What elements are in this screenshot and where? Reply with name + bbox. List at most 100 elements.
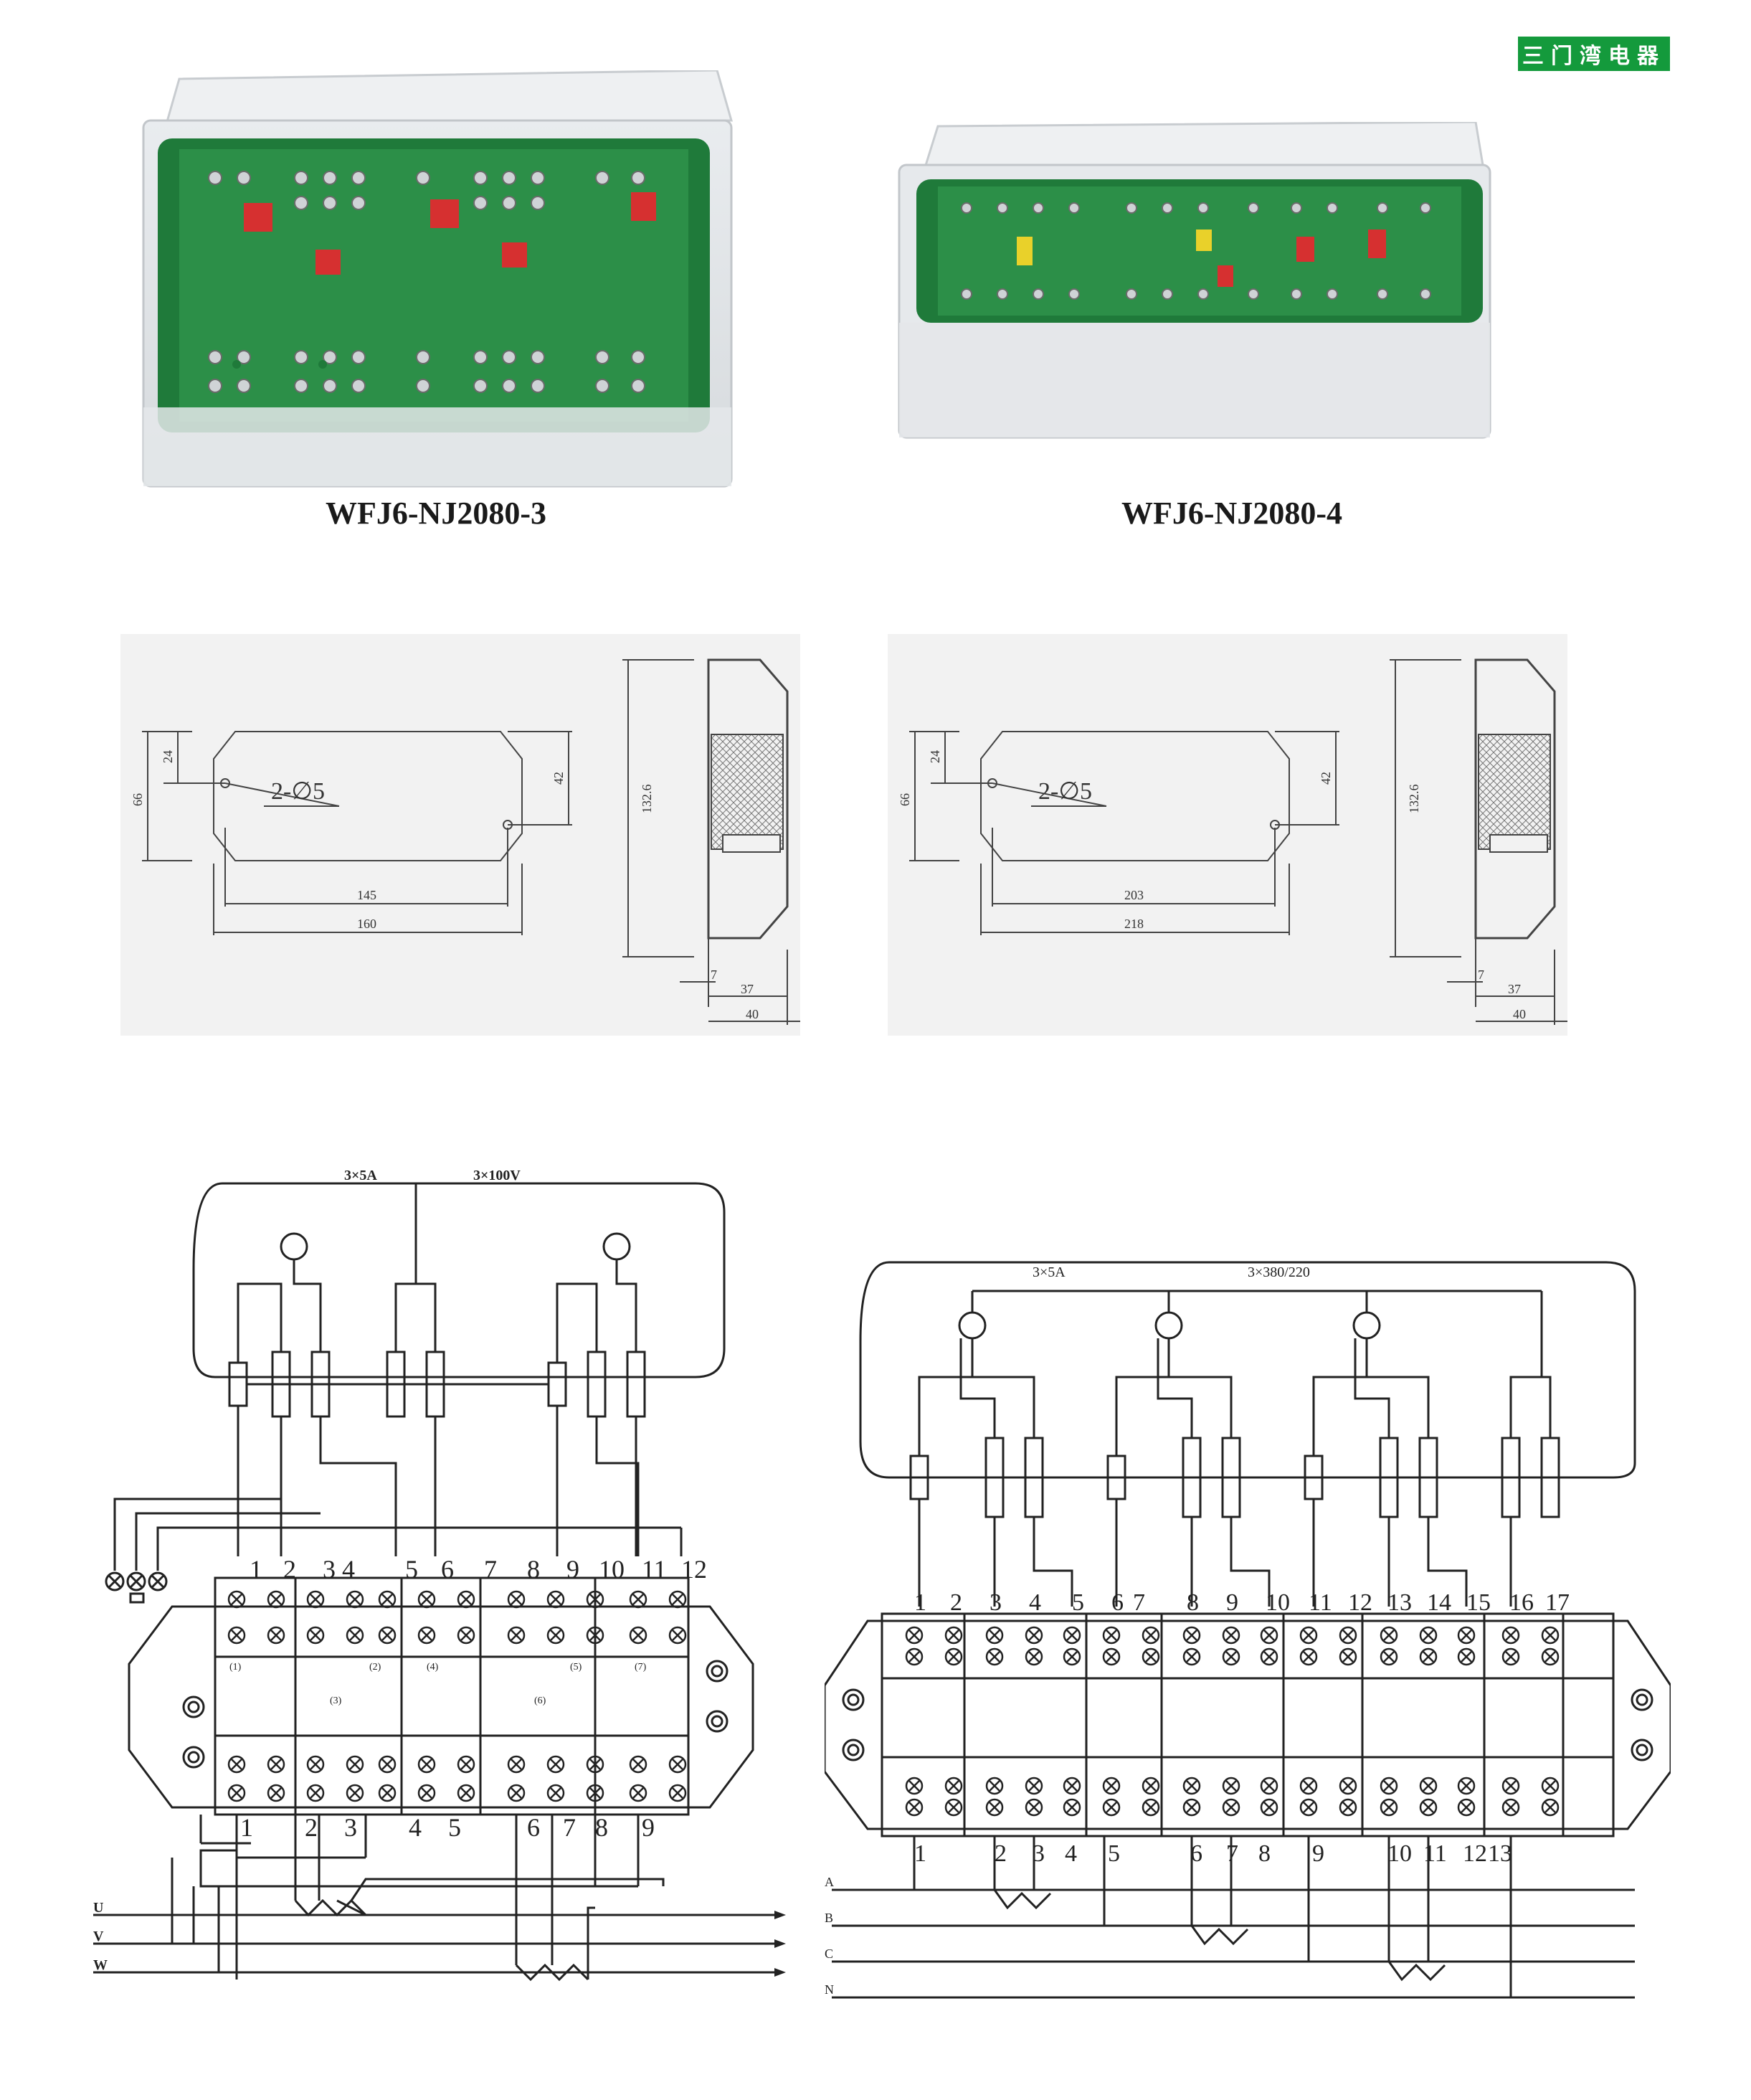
terminal-screw (417, 1784, 436, 1802)
svg-text:(3): (3) (330, 1695, 342, 1706)
terminal-screw (1299, 1777, 1318, 1795)
terminal-screw (985, 1798, 1004, 1817)
terminal-screw (457, 1784, 475, 1802)
terminal-screw (546, 1626, 565, 1645)
hole-label: 2-∅5 (1038, 778, 1092, 805)
dim-40: 40 (1513, 1007, 1526, 1021)
svg-text:8: 8 (1258, 1840, 1271, 1867)
dim-7: 7 (1478, 968, 1484, 982)
terminal-screw (306, 1755, 325, 1774)
model-label-4: WFJ6-NJ2080-4 (1121, 496, 1342, 531)
terminal-screw (1102, 1626, 1121, 1645)
phase-c: C (825, 1947, 833, 1961)
wiring-diagram-4: 3×5A 3×380/220 1 2 3 4 5 6 7 8 9 10 11 1… (823, 1255, 1672, 2008)
terminal-screw (1541, 1647, 1560, 1666)
dim-37: 37 (741, 982, 754, 996)
terminal-screw (378, 1626, 397, 1645)
dim-7: 7 (711, 968, 717, 982)
terminal-7: 7 (484, 1555, 497, 1584)
terminal-screw (1339, 1798, 1357, 1817)
svg-text:16: 16 (1509, 1589, 1534, 1616)
phase-v: V (93, 1929, 104, 1944)
dim-40: 40 (746, 1007, 759, 1021)
terminal-screw (507, 1626, 526, 1645)
terminal-6: 6 (441, 1555, 454, 1584)
terminal-screw (267, 1590, 285, 1609)
terminal-screw (1299, 1626, 1318, 1645)
svg-text:9: 9 (1312, 1840, 1324, 1867)
top-terminal-numbers: 1 2 3 4 5 6 7 8 9 10 11 12 (250, 1555, 707, 1584)
terminal-screw (1260, 1647, 1278, 1666)
terminal-screw (1260, 1798, 1278, 1817)
svg-text:11: 11 (1309, 1589, 1332, 1616)
terminal-screw (1025, 1647, 1043, 1666)
phase-a: A (825, 1875, 834, 1889)
svg-text:11: 11 (1423, 1840, 1447, 1867)
terminal-screw (1339, 1626, 1357, 1645)
terminal-screw (1339, 1647, 1357, 1666)
terminal-screw (944, 1777, 963, 1795)
terminal-screw (1063, 1798, 1081, 1817)
svg-text:(4): (4) (427, 1662, 439, 1673)
terminal-screw (457, 1626, 475, 1645)
svg-text:2: 2 (305, 1813, 318, 1842)
terminal-screw (944, 1626, 963, 1645)
terminal-screw (905, 1777, 924, 1795)
phase-b: B (825, 1911, 833, 1925)
svg-text:6: 6 (1190, 1840, 1202, 1867)
terminal-screw (1380, 1647, 1398, 1666)
terminal-screw (668, 1784, 687, 1802)
svg-text:4: 4 (1065, 1840, 1077, 1867)
terminal-screw (1182, 1626, 1201, 1645)
top-terminal-numbers: 1 2 3 4 5 6 7 8 9 10 11 12 13 14 15 16 1… (914, 1589, 1570, 1616)
terminal-screw (905, 1647, 924, 1666)
terminal-screw (1457, 1798, 1476, 1817)
terminal-screw (1222, 1798, 1240, 1817)
terminal-screw (457, 1590, 475, 1609)
terminal-screw (417, 1755, 436, 1774)
terminal-screw (944, 1798, 963, 1817)
terminal-screw (586, 1784, 604, 1802)
svg-text:5: 5 (1072, 1589, 1084, 1616)
terminal-screw (668, 1590, 687, 1609)
terminal-screw (1182, 1647, 1201, 1666)
terminal-screw (586, 1755, 604, 1774)
terminal-screw (417, 1626, 436, 1645)
svg-text:6: 6 (1111, 1589, 1124, 1616)
dim-42: 42 (551, 772, 566, 785)
terminal-screw (1102, 1798, 1121, 1817)
terminal-screw (1063, 1647, 1081, 1666)
terminal-screw (267, 1784, 285, 1802)
svg-text:(2): (2) (369, 1662, 381, 1673)
terminal-screw (1339, 1777, 1357, 1795)
terminal-screw (227, 1784, 246, 1802)
terminal-2: 2 (283, 1555, 296, 1584)
terminal-screw (507, 1755, 526, 1774)
svg-text:14: 14 (1427, 1589, 1451, 1616)
dim-145: 145 (357, 888, 376, 902)
terminal-screw (346, 1755, 364, 1774)
terminal-screw (457, 1755, 475, 1774)
svg-text:7: 7 (1133, 1589, 1145, 1616)
svg-text:3: 3 (990, 1589, 1002, 1616)
phase-w: W (93, 1957, 108, 1973)
terminal-screw (546, 1784, 565, 1802)
terminal-screw (1142, 1777, 1160, 1795)
terminal-screw (306, 1784, 325, 1802)
dim-66: 66 (898, 793, 912, 806)
dim-24: 24 (161, 750, 175, 763)
svg-text:15: 15 (1466, 1589, 1491, 1616)
terminal-3-4: 3 4 (323, 1555, 355, 1584)
dim-24: 24 (928, 750, 942, 763)
terminal-screw (1541, 1777, 1560, 1795)
terminal-screw (227, 1626, 246, 1645)
terminal-screw (629, 1755, 647, 1774)
terminal-screw (346, 1590, 364, 1609)
svg-text:12: 12 (1348, 1589, 1372, 1616)
terminal-screw (629, 1626, 647, 1645)
svg-text:2: 2 (950, 1589, 962, 1616)
svg-text:2: 2 (995, 1840, 1007, 1867)
product-photo-4 (898, 122, 1491, 439)
dim-37: 37 (1508, 982, 1521, 996)
dim-66: 66 (131, 793, 145, 806)
